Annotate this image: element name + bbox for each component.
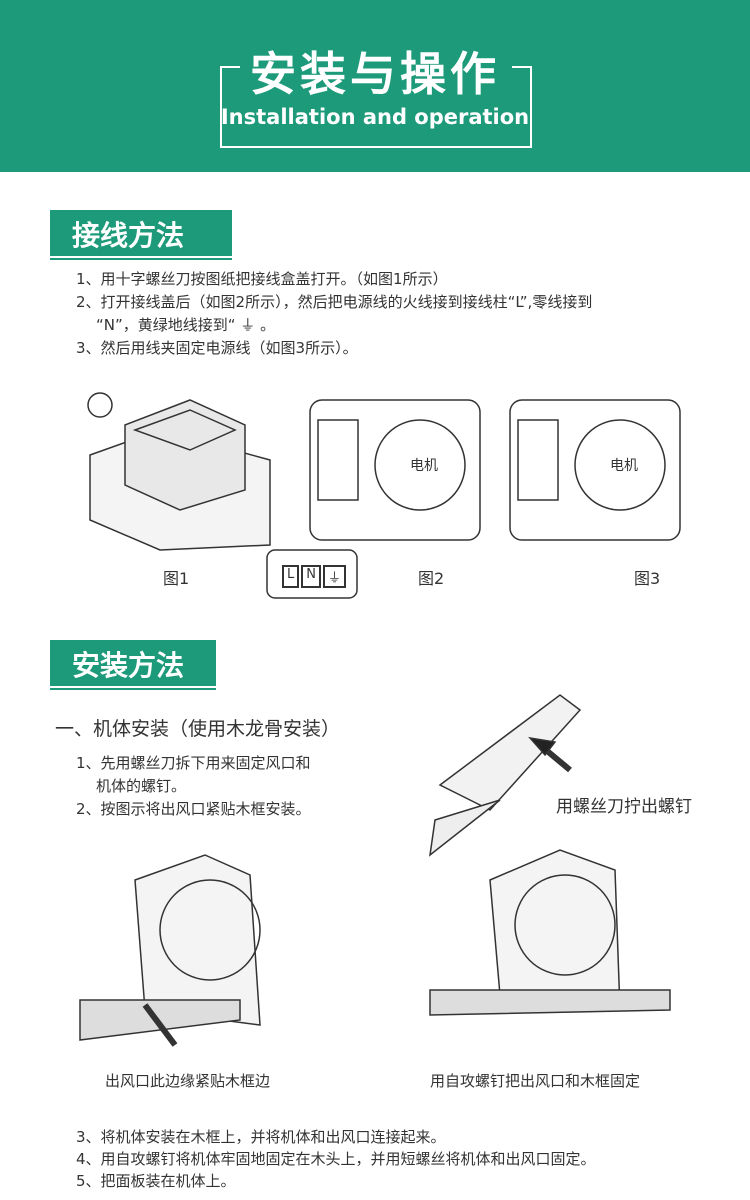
install-figure-left <box>79 854 261 1047</box>
terminal-ground: ⏚ <box>322 565 346 588</box>
section-title: 接线方法 <box>72 219 185 252</box>
install-figure-right <box>429 849 671 1016</box>
header-banner: 安装与操作 Installation and operation <box>0 0 750 172</box>
wiring-diagrams: 电机 电机 <box>87 392 681 599</box>
wiring-step: 2、打开接线盖后（如图2所示），然后把电源线的火线接到接线柱“L”,零线接到 <box>76 293 593 311</box>
page-title: 安装与操作 <box>250 47 500 101</box>
install-step: 机体的螺钉。 <box>96 777 187 795</box>
install-subtitle: 一、机体安装（使用木龙骨安装） <box>55 718 341 740</box>
section-title: 安装方法 <box>72 649 185 682</box>
figure-caption: 图2 <box>418 569 445 588</box>
section-tab-wiring: 接线方法 <box>50 210 232 260</box>
install-step: 1、先用螺丝刀拆下用来固定风口和 <box>76 754 311 772</box>
install-step: 4、用自攻螺钉将机体牢固地固定在木头上，并用短螺丝将机体和出风口固定。 <box>76 1150 596 1168</box>
figure-caption: 图3 <box>634 569 661 588</box>
page-subtitle: Installation and operation <box>220 105 530 129</box>
wiring-step: 3、然后用线夹固定电源线（如图3所示）。 <box>76 339 358 357</box>
terminal-block: L N ⏚ <box>282 565 346 588</box>
wiring-step: “N”，黄绿地线接到“ ⏚ 。 <box>96 316 276 334</box>
install-step: 3、将机体安装在木框上，并将机体和出风口连接起来。 <box>76 1128 446 1146</box>
motor-label: 电机 <box>610 458 638 474</box>
figure-caption: 用自攻螺钉把出风口和木框固定 <box>430 1072 641 1090</box>
install-step: 2、按图示将出风口紧贴木框安装。 <box>76 800 311 818</box>
terminal-l: L <box>282 565 300 588</box>
figure-1-housing <box>87 392 271 551</box>
terminal-n: N <box>301 565 321 588</box>
section-tab-install: 安装方法 <box>50 640 216 690</box>
figure-2-panel <box>266 399 481 599</box>
install-step: 5、把面板装在机体上。 <box>76 1172 236 1190</box>
motor-label: 电机 <box>410 458 438 474</box>
figure-3-panel <box>509 399 681 541</box>
screw-note: 用螺丝刀拧出螺钉 <box>556 797 692 817</box>
title-frame <box>220 66 532 148</box>
figure-caption: 图1 <box>163 569 190 588</box>
figure-caption: 出风口此边缘紧贴木框边 <box>105 1072 271 1090</box>
install-diagrams <box>79 694 671 1047</box>
wiring-step: 1、用十字螺丝刀按图纸把接线盒盖打开。（如图1所示） <box>76 270 448 288</box>
